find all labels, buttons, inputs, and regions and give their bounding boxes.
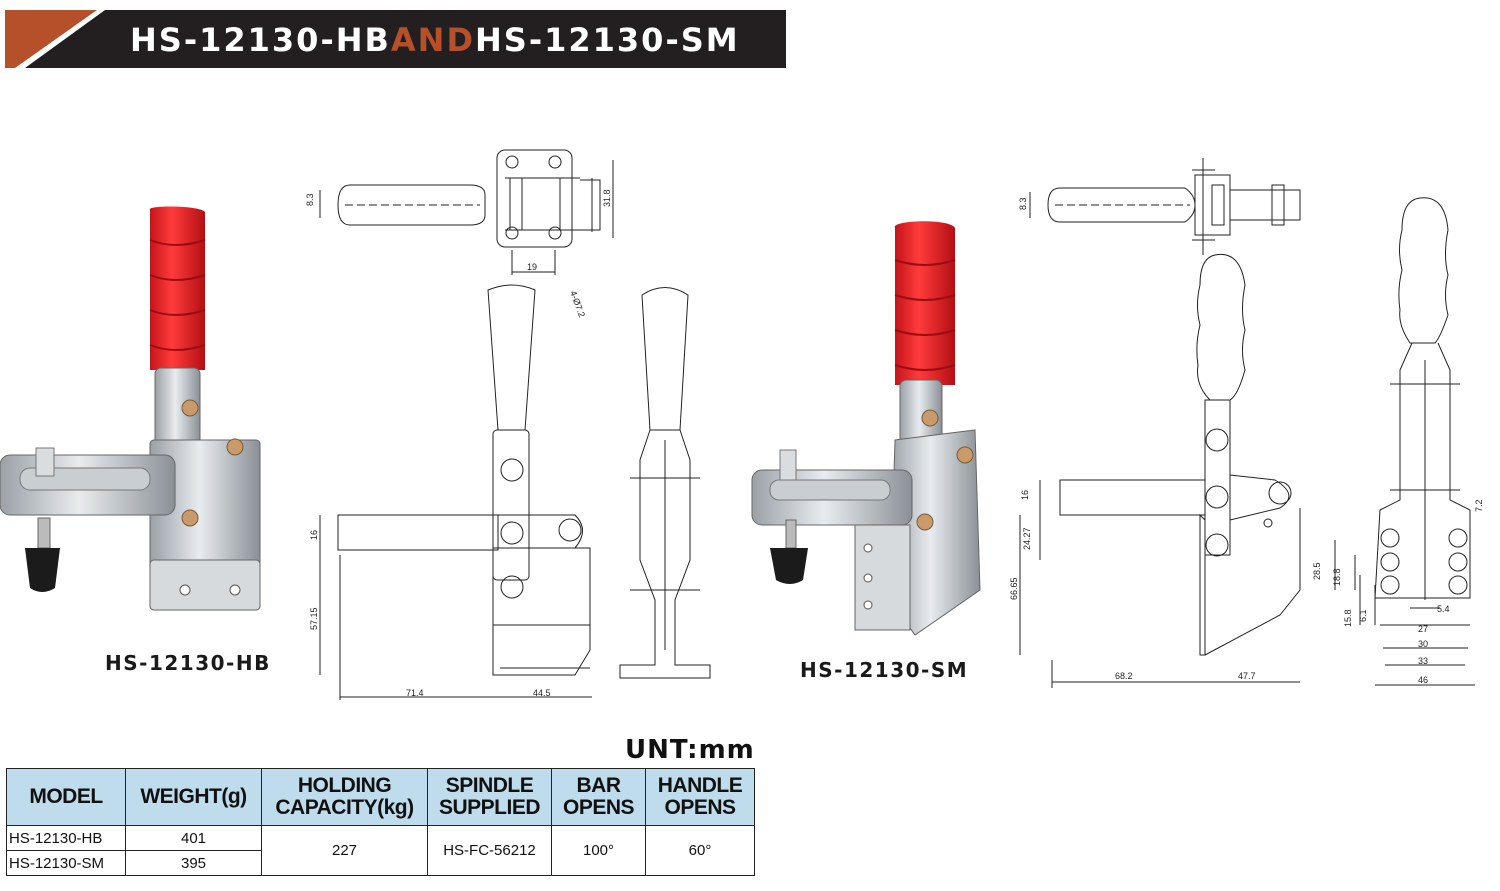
cell-spindle: HS-FC-56212	[427, 825, 552, 876]
sm-front-view	[1334, 197, 1475, 686]
title-connector: AND	[390, 21, 475, 59]
unit-label: UNT:mm	[625, 735, 755, 765]
title-model-b: HS-12130-SM	[475, 21, 740, 59]
table-header-row: MODEL WEIGHT(g) HOLDING CAPACITY(kg) SPI…	[6, 768, 755, 826]
dim-hb-16: 16	[309, 530, 319, 540]
title-banner: HS-12130-HBANDHS-12130-SM	[5, 10, 786, 68]
col-header-bar-opens: BAR OPENS	[551, 768, 646, 826]
dim-sm-46: 46	[1418, 675, 1428, 685]
spec-table: MODEL WEIGHT(g) HOLDING CAPACITY(kg) SPI…	[6, 768, 755, 876]
cell-weight: 401	[125, 825, 262, 851]
banner-shape	[5, 10, 786, 68]
dim-hb-19: 19	[527, 262, 537, 272]
dim-sm-33: 33	[1418, 656, 1428, 666]
col-header-model: MODEL	[6, 768, 126, 826]
sm-top-view	[1029, 158, 1301, 255]
dim-sm-16: 16	[1020, 490, 1030, 500]
sm-side-view	[1019, 253, 1301, 688]
red-handle-grip	[149, 206, 205, 370]
cell-holding-capacity: 227	[261, 825, 428, 876]
hb-top-view	[319, 149, 614, 275]
dim-hb-hole: 4-Ø7.2	[568, 289, 587, 318]
col-header-holding-capacity: HOLDING CAPACITY(kg)	[261, 768, 428, 826]
hb-front-view	[619, 287, 711, 679]
col-header-handle-opens: HANDLE OPENS	[645, 768, 755, 826]
dim-sm-6-1: 6.1	[1358, 609, 1368, 622]
cell-model: HS-12130-SM	[6, 850, 126, 876]
col-header-weight: WEIGHT(g)	[125, 768, 262, 826]
dim-sm-28-5: 28.5	[1312, 562, 1322, 580]
col-header-spindle: SPINDLE SUPPLIED	[427, 768, 552, 826]
dim-sm-47-7: 47.7	[1238, 671, 1256, 681]
clamp-photo-sm	[751, 221, 981, 636]
cell-model: HS-12130-HB	[6, 825, 126, 851]
photo-label-hb: HS-12130-HB	[105, 651, 271, 675]
table-row: HS-12130-HB 401 227 HS-FC-56212 100° 60°	[6, 825, 755, 876]
dim-sm-8-3: 8.3	[1018, 197, 1028, 210]
cell-bar-opens: 100°	[551, 825, 646, 876]
dim-sm-24-27: 24.27	[1022, 527, 1032, 550]
red-handle-grip-sm	[894, 221, 955, 385]
dim-sm-27: 27	[1418, 624, 1428, 634]
clamp-photo-hb	[0, 206, 261, 611]
cell-handle-opens: 60°	[645, 825, 755, 876]
dim-sm-68-2: 68.2	[1115, 671, 1133, 681]
cell-weight: 395	[125, 850, 262, 876]
page-title: HS-12130-HBANDHS-12130-SM	[130, 23, 740, 57]
dim-sm-30: 30	[1418, 639, 1428, 649]
dim-sm-7-2: 7.2	[1474, 499, 1484, 512]
dim-hb-57-15: 57.15	[309, 607, 319, 630]
dim-sm-66-65: 66.65	[1009, 577, 1019, 600]
title-model-a: HS-12130-HB	[130, 21, 391, 59]
dim-hb-31-8: 31.8	[602, 189, 612, 207]
dim-hb-71-4: 71.4	[406, 688, 424, 698]
photo-label-sm: HS-12130-SM	[800, 658, 968, 682]
hb-side-view	[319, 284, 592, 700]
dim-hb-44-5: 44.5	[533, 688, 551, 698]
dim-sm-5-4: 5.4	[1437, 604, 1450, 614]
table-row: HS-12130-SM 395	[6, 850, 755, 876]
dim-hb-8-3: 8.3	[305, 193, 315, 206]
dim-sm-18-8: 18.8	[1332, 568, 1342, 586]
dim-sm-15-8: 15.8	[1343, 609, 1353, 627]
